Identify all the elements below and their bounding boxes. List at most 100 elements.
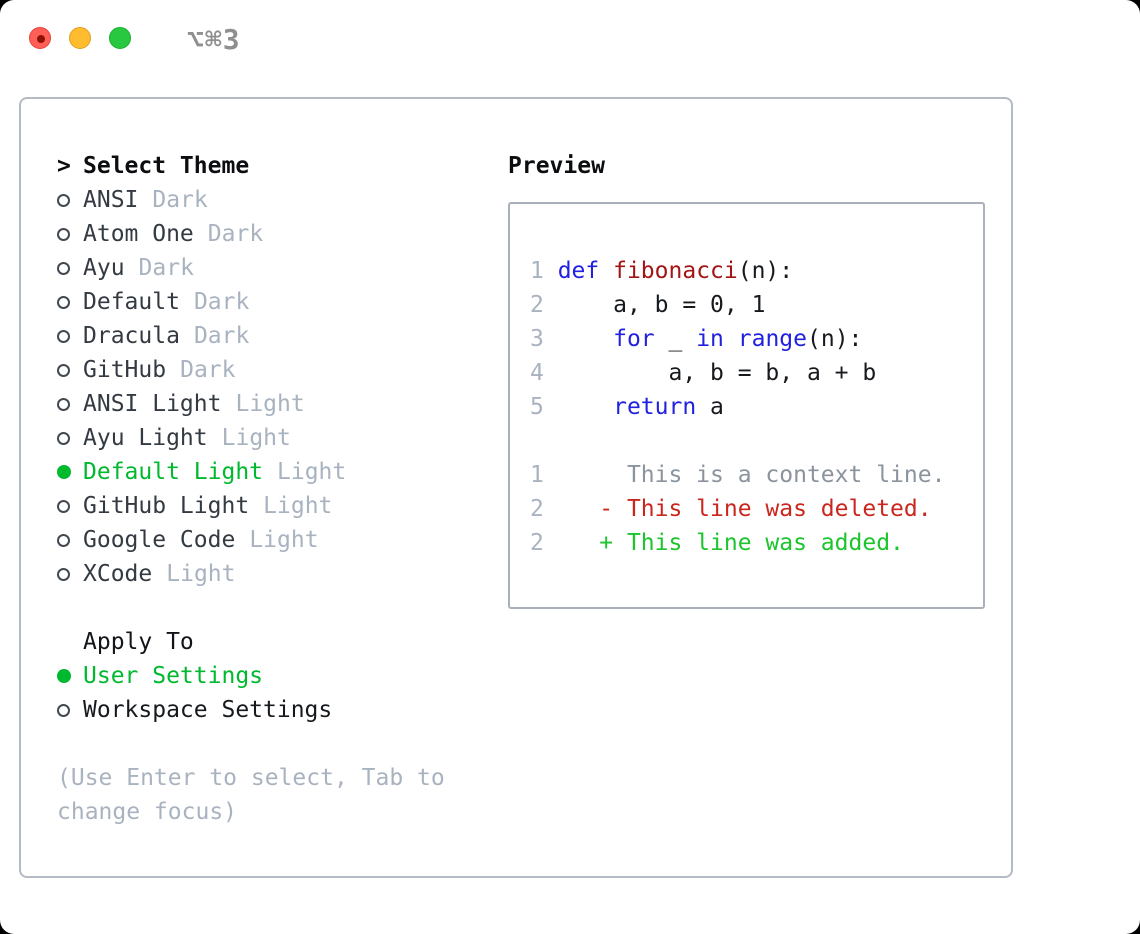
theme-name: Ayu Light	[83, 425, 208, 451]
theme-variant: Light	[221, 425, 291, 451]
theme-name: GitHub	[83, 357, 167, 383]
theme-name: ANSI Light	[83, 391, 222, 417]
theme-variant: Dark	[193, 289, 250, 315]
minimize-button[interactable]	[69, 27, 91, 49]
theme-name: ANSI	[83, 187, 139, 213]
theme-variant: Dark	[138, 255, 194, 281]
radio-icon	[57, 499, 70, 513]
preview-code-line: 5 return a	[530, 394, 724, 420]
preview-box: 1 def fibonacci(n): 2 a, b = 0, 1 3 for _ …	[508, 202, 985, 609]
preview-code-line: 2 - This line was deleted.	[530, 496, 932, 522]
preview-code-line: 3 for _ in range(n):	[530, 326, 863, 352]
theme-list-item[interactable]: XCode Light	[57, 557, 504, 591]
bullet-col	[57, 465, 83, 479]
apply-to-item[interactable]: User Settings	[57, 659, 504, 693]
theme-name: Atom One	[83, 221, 194, 247]
preview-code-line: 2 + This line was added.	[530, 530, 904, 556]
bullet-col	[57, 295, 83, 309]
select-theme-title: Select Theme	[83, 153, 250, 179]
bullet-col	[57, 431, 83, 445]
preview-code-line	[530, 424, 983, 458]
radio-icon	[57, 533, 70, 547]
preview-code-line: 1 def fibonacci(n):	[530, 258, 794, 284]
prompt-col: >	[57, 153, 83, 179]
select-theme-header: > Select Theme	[57, 149, 504, 183]
theme-name: Ayu	[83, 255, 125, 281]
theme-list-item[interactable]: Dracula Dark	[57, 319, 504, 353]
theme-name: Default Light	[83, 459, 264, 485]
theme-list-item[interactable]: ANSI Light Light	[57, 387, 504, 421]
preview-code-line: 2 a, b = 0, 1	[530, 292, 766, 318]
preview-title-row: Preview	[508, 149, 985, 183]
theme-name: GitHub Light	[83, 493, 250, 519]
bullet-col	[57, 669, 83, 683]
theme-name: Google Code	[83, 527, 236, 553]
spacer	[57, 727, 504, 761]
apply-to-label: User Settings	[83, 663, 264, 689]
apply-to-item[interactable]: Workspace Settings	[57, 693, 504, 727]
theme-list-item[interactable]: GitHub Dark	[57, 353, 504, 387]
bullet-col	[57, 499, 83, 513]
bullet-col	[57, 397, 83, 411]
theme-name: XCode	[83, 561, 153, 587]
theme-list-item[interactable]: Default Light Light	[57, 455, 504, 489]
theme-variant: Light	[235, 391, 305, 417]
theme-list-column: > Select Theme ANSI Dark Atom One Dark A…	[57, 149, 504, 876]
theme-name: Dracula	[83, 323, 180, 349]
zoom-button[interactable]	[109, 27, 131, 49]
bullet-col	[57, 261, 83, 275]
theme-variant: Dark	[193, 323, 250, 349]
theme-variant: Dark	[180, 357, 236, 383]
bullet-col	[57, 567, 83, 581]
radio-icon	[57, 431, 70, 445]
apply-to-label: Workspace Settings	[83, 697, 333, 723]
titlebar: ⌥⌘3	[0, 0, 1140, 97]
theme-list-item[interactable]: Ayu Dark	[57, 251, 504, 285]
apply-to-list: User Settings Workspace Settings	[57, 659, 504, 727]
theme-variant: Dark	[152, 187, 208, 213]
bullet-col	[57, 329, 83, 343]
theme-list-item[interactable]: Google Code Light	[57, 523, 504, 557]
radio-icon	[57, 465, 71, 479]
theme-name: Default	[83, 289, 180, 315]
radio-icon	[57, 261, 70, 275]
preview-code-line: 4 a, b = b, a + b	[530, 360, 877, 386]
radio-icon	[57, 193, 70, 207]
radio-icon	[57, 567, 70, 581]
theme-list-item[interactable]: Atom One Dark	[57, 217, 504, 251]
bullet-col	[57, 227, 83, 241]
radio-icon	[57, 329, 70, 343]
window-title: ⌥⌘3	[187, 23, 241, 56]
theme-list-item[interactable]: Default Dark	[57, 285, 504, 319]
theme-variant: Light	[263, 493, 333, 519]
theme-variant: Light	[249, 527, 319, 553]
bullet-col	[57, 703, 83, 717]
apply-to-header: Apply To	[57, 625, 504, 659]
preview-title: Preview	[508, 153, 605, 179]
bullet-col	[57, 193, 83, 207]
apply-to-title: Apply To	[83, 629, 194, 655]
bullet-col	[57, 363, 83, 377]
theme-variant: Light	[277, 459, 347, 485]
theme-picker-panel: > Select Theme ANSI Dark Atom One Dark A…	[19, 97, 1013, 878]
radio-icon	[57, 295, 70, 309]
theme-list-item[interactable]: ANSI Dark	[57, 183, 504, 217]
close-button[interactable]	[29, 27, 51, 49]
bullet-col	[57, 533, 83, 547]
unsaved-dot-icon	[37, 35, 45, 43]
radio-icon	[57, 669, 71, 683]
prompt-caret: >	[57, 153, 71, 179]
theme-variant: Dark	[207, 221, 264, 247]
radio-icon	[57, 227, 70, 241]
theme-variant: Light	[166, 561, 236, 587]
radio-icon	[57, 363, 70, 377]
traffic-lights	[29, 27, 149, 49]
theme-list: ANSI Dark Atom One Dark Ayu Dark Default…	[57, 183, 504, 591]
help-text: (Use Enter to select, Tab to change focu…	[57, 765, 445, 825]
theme-list-item[interactable]: GitHub Light Light	[57, 489, 504, 523]
spacer	[57, 591, 504, 625]
preview-code-line: 1 This is a context line.	[530, 462, 946, 488]
radio-icon	[57, 397, 70, 411]
theme-list-item[interactable]: Ayu Light Light	[57, 421, 504, 455]
